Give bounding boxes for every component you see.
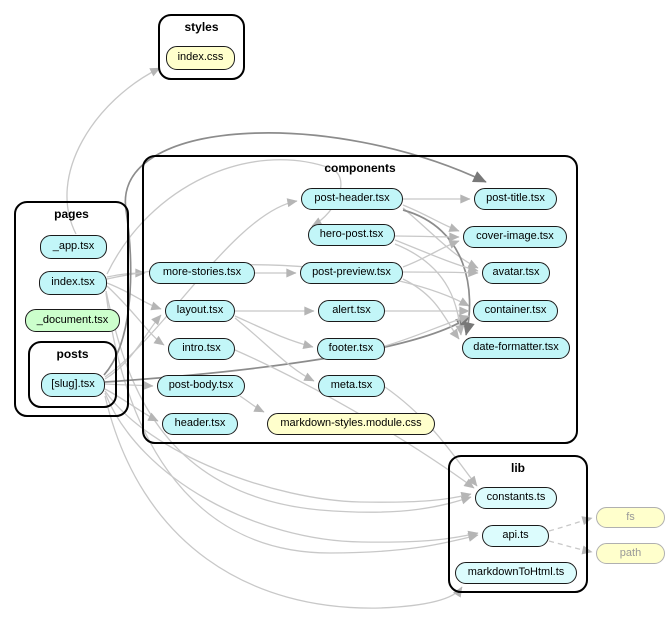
node-index-css[interactable]: index.css [166, 46, 235, 70]
node-header[interactable]: header.tsx [162, 413, 238, 435]
node-date-formatter[interactable]: date-formatter.tsx [462, 337, 570, 359]
node-fs[interactable]: fs [596, 507, 665, 528]
edge-footer-container [384, 314, 470, 347]
node-alert[interactable]: alert.tsx [318, 300, 385, 322]
edge-slug-markdown-to-html [104, 395, 463, 609]
cluster-lib-label: lib [511, 461, 525, 475]
edge-slug-api [104, 392, 479, 543]
cluster-styles: styles [158, 14, 245, 80]
node-footer[interactable]: footer.tsx [317, 338, 385, 360]
edge-slug-layout [104, 314, 162, 380]
node-constants[interactable]: constants.ts [475, 487, 557, 509]
node-markdown-styles[interactable]: markdown-styles.module.css [267, 413, 435, 435]
edge-index-constants [105, 290, 472, 513]
node-document[interactable]: _document.tsx [25, 309, 120, 332]
cluster-styles-label: styles [184, 20, 219, 34]
cluster-posts: posts [28, 341, 117, 408]
node-index[interactable]: index.tsx [39, 271, 107, 295]
edge-hero-post-cover-image [394, 232, 460, 242]
node-meta[interactable]: meta.tsx [318, 375, 385, 397]
edge-index-layout [106, 282, 162, 311]
node-intro[interactable]: intro.tsx [168, 338, 235, 360]
edge-api-fs [548, 516, 593, 532]
node-post-title[interactable]: post-title.tsx [474, 188, 557, 210]
node-hero-post[interactable]: hero-post.tsx [308, 224, 395, 246]
cluster-posts-label: posts [56, 347, 89, 361]
node-avatar[interactable]: avatar.tsx [482, 262, 550, 284]
cluster-pages-label: pages [54, 207, 89, 221]
edge-app-index-css [66, 67, 161, 235]
edge-post-header-cover-image [402, 204, 460, 232]
edge-post-header-avatar [402, 207, 479, 269]
node-api[interactable]: api.ts [482, 525, 549, 547]
cluster-components: components [142, 155, 578, 444]
edge-post-preview-date-formatter [402, 278, 460, 340]
node-markdown-to-html[interactable]: markdownToHtml.ts [455, 562, 577, 584]
node-path[interactable]: path [596, 543, 665, 564]
edge-api-path [548, 540, 593, 555]
node-post-body[interactable]: post-body.tsx [157, 375, 245, 397]
edge-meta-constants [384, 386, 478, 487]
edge-slug-header [104, 388, 159, 422]
edge-layout-footer [234, 315, 314, 349]
node-container[interactable]: container.tsx [473, 300, 558, 322]
node-cover-image[interactable]: cover-image.tsx [463, 226, 567, 248]
edge-index-intro [106, 285, 165, 346]
node-more-stories[interactable]: more-stories.tsx [149, 262, 255, 284]
edge-post-body-markdown-styles [239, 395, 265, 413]
edge-post-preview-cover-image [402, 240, 460, 268]
cluster-components-label: components [324, 161, 396, 175]
edge-layout-meta [234, 317, 315, 382]
edge-post-preview-avatar [402, 268, 479, 278]
node-layout[interactable]: layout.tsx [165, 300, 235, 322]
edge-slug-post-body [104, 380, 154, 390]
edge-hero-post-date-formatter [394, 243, 465, 336]
node-app[interactable]: _app.tsx [40, 235, 107, 259]
cluster-pages: pages [14, 201, 129, 417]
node-post-header[interactable]: post-header.tsx [301, 188, 403, 210]
node-slug[interactable]: [slug].tsx [41, 373, 105, 397]
node-post-preview[interactable]: post-preview.tsx [300, 262, 403, 284]
